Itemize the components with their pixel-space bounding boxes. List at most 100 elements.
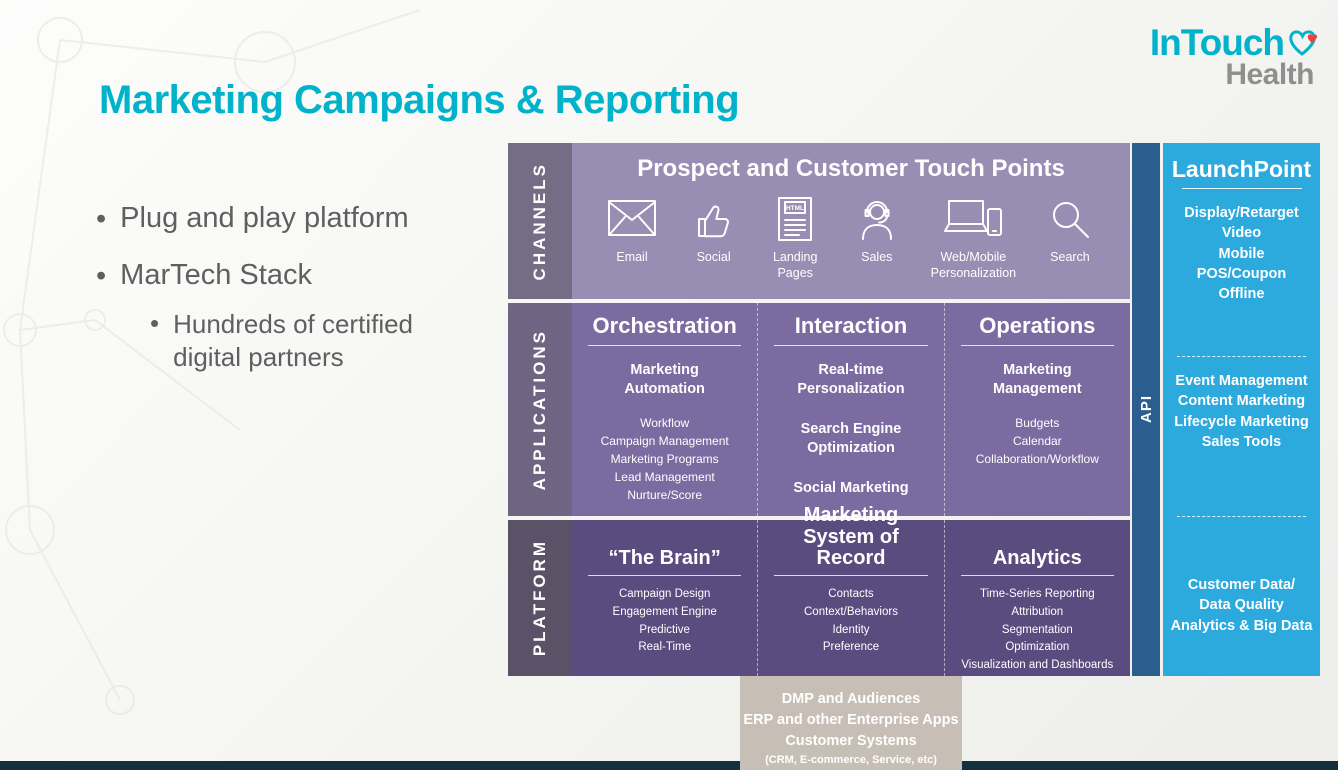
channels-band: CHANNELS Prospect and Customer Touch Poi…: [508, 143, 1130, 299]
logo-health-text: Health: [1225, 58, 1314, 91]
launchpoint-item: Lifecycle Marketing: [1174, 413, 1309, 430]
email-icon: [608, 193, 656, 245]
operations-item: Calendar: [1012, 434, 1062, 449]
customer-systems-box: DMP and Audiences ERP and other Enterpri…: [740, 676, 962, 770]
applications-side-text: APPLICATIONS: [530, 328, 549, 491]
launchpoint-item: Event Management: [1175, 373, 1308, 389]
channel-label: Social: [696, 250, 731, 264]
orchestration-item: Marketing Programs: [610, 452, 719, 467]
launchpoint-section-data: Customer Data/ Data Quality Analytics & …: [1169, 575, 1314, 636]
analytics-item: Segmentation: [1001, 623, 1073, 636]
brain-heading: “The Brain”: [588, 524, 742, 576]
system-of-record-column: Marketing System of Record Contacts Cont…: [757, 504, 943, 676]
brain-column: “The Brain” Campaign Design Engagement E…: [572, 520, 757, 676]
operations-group-title: Marketing Management: [992, 362, 1082, 397]
web-mobile-icon: [944, 193, 1003, 245]
system-of-record-heading-text: Marketing System of Record: [803, 504, 899, 570]
channel-label: Landing Pages: [772, 250, 818, 280]
analytics-column: Analytics Time-Series Reporting Attribut…: [943, 520, 1130, 676]
channels-content: Prospect and Customer Touch Points Email…: [572, 143, 1130, 299]
launchpoint-section-media: Display/Retarget Video Mobile POS/Coupon…: [1169, 203, 1314, 304]
bullet-item: •MarTech Stack: [96, 259, 526, 294]
page-title: Marketing Campaigns & Reporting: [99, 78, 740, 122]
thumbs-up-icon: [694, 193, 734, 245]
api-label: API: [1137, 395, 1155, 424]
bullet-text: Plug and play platform: [120, 202, 409, 234]
interaction-column: Interaction Real-time Personalization Se…: [757, 303, 943, 516]
orchestration-item: Nurture/Score: [627, 488, 703, 503]
channel-item-email: Email: [594, 193, 670, 266]
analytics-items: Time-Series Reporting Attribution Segmen…: [951, 586, 1124, 675]
channel-item-web-mobile: Web/Mobile Personalization: [920, 193, 1026, 281]
orchestration-group-title: Marketing Automation: [624, 362, 705, 397]
brain-items: Campaign Design Engagement Engine Predic…: [578, 586, 751, 657]
platform-side-label: PLATFORM: [508, 520, 572, 676]
bottom-box-subline: (CRM, E-commerce, Service, etc): [765, 754, 937, 767]
martech-stack-diagram: CHANNELS Prospect and Customer Touch Poi…: [508, 143, 1320, 770]
channel-items-row: Email Social HTML Landing Pages: [572, 183, 1130, 281]
analytics-heading: Analytics: [960, 524, 1114, 576]
system-of-record-item: Preference: [822, 641, 880, 654]
intouch-health-logo: InTouch Health: [1102, 22, 1322, 92]
brain-item: Predictive: [639, 623, 690, 636]
brain-item: Real-Time: [638, 641, 691, 654]
launchpoint-divider: [1177, 356, 1306, 357]
launchpoint-item: Offline: [1218, 286, 1265, 303]
bullet-text: Hundreds of certified digital partners: [173, 308, 414, 373]
orchestration-item: Workflow: [640, 416, 690, 431]
system-of-record-item: Contacts: [828, 588, 874, 600]
channel-item-social: Social: [676, 193, 752, 266]
bullet-dot: •: [150, 307, 160, 338]
operations-item: Collaboration/Workflow: [975, 452, 1099, 467]
channel-label: Email: [616, 250, 648, 264]
interaction-title: Real-time Personalization: [797, 362, 905, 397]
bottom-strip: [0, 761, 1338, 770]
launchpoint-item: POS/Coupon: [1196, 265, 1287, 282]
system-of-record-item: Context/Behaviors: [804, 605, 898, 618]
launchpoint-item: Customer Data/: [1187, 577, 1296, 593]
svg-text:HTML: HTML: [786, 205, 804, 212]
logo-row: InTouch: [1102, 22, 1322, 64]
orchestration-item: Campaign Management: [600, 434, 729, 449]
analytics-heading-text: Analytics: [992, 547, 1082, 570]
launchpoint-item: Display/Retarget: [1184, 205, 1299, 221]
logo-intouch-text: InTouch: [1149, 22, 1285, 63]
operations-column: Operations Marketing Management Budgets …: [943, 303, 1130, 516]
search-icon: [1049, 193, 1091, 245]
api-bar: API: [1132, 143, 1160, 676]
launchpoint-item: Data Quality: [1199, 597, 1284, 614]
system-of-record-items: Contacts Context/Behaviors Identity Pref…: [764, 586, 937, 657]
operations-heading: Operations: [960, 313, 1114, 346]
channel-item-search: Search: [1032, 193, 1108, 266]
orchestration-item: Lead Management: [614, 470, 715, 485]
channel-item-sales: Sales: [839, 193, 915, 266]
orchestration-column: Orchestration Marketing Automation Workf…: [572, 303, 757, 516]
brain-item: Campaign Design: [618, 588, 711, 600]
applications-band: APPLICATIONS Orchestration Marketing Aut…: [508, 303, 1130, 516]
bullet-subitem: • Hundreds of certified digital partners: [150, 308, 526, 376]
launchpoint-heading: LaunchPoint: [1171, 156, 1312, 182]
bottom-box-line: ERP and other Enterprise Apps: [743, 712, 959, 729]
applications-content: Orchestration Marketing Automation Workf…: [572, 303, 1130, 516]
bullet-item: •Plug and play platform: [96, 202, 526, 237]
channels-side-label: CHANNELS: [508, 143, 572, 299]
analytics-item: Optimization: [1005, 641, 1070, 654]
launchpoint-item: Mobile: [1218, 245, 1265, 262]
analytics-item: Time-Series Reporting: [980, 588, 1095, 600]
system-of-record-item: Identity: [832, 623, 870, 636]
interaction-title: Social Marketing: [793, 480, 909, 497]
operations-items: Budgets Calendar Collaboration/Workflow: [951, 414, 1124, 468]
launchpoint-section-marketing: Event Management Content Marketing Lifec…: [1169, 371, 1314, 452]
operations-item: Budgets: [1015, 416, 1060, 431]
platform-band: PLATFORM “The Brain” Campaign Design Eng…: [508, 504, 1130, 676]
channel-label: Search: [1050, 250, 1090, 264]
applications-side-label: APPLICATIONS: [508, 303, 572, 516]
launchpoint-item: Content Marketing: [1177, 393, 1306, 410]
landing-page-icon: HTML: [778, 193, 813, 245]
launchpoint-item: Analytics & Big Data: [1170, 617, 1313, 634]
platform-content: “The Brain” Campaign Design Engagement E…: [572, 504, 1130, 676]
bullet-text: MarTech Stack: [120, 258, 312, 291]
channel-label: Sales: [861, 250, 893, 264]
bottom-box-line: DMP and Audiences: [781, 691, 921, 707]
analytics-item: Visualization and Dashboards: [961, 659, 1114, 672]
